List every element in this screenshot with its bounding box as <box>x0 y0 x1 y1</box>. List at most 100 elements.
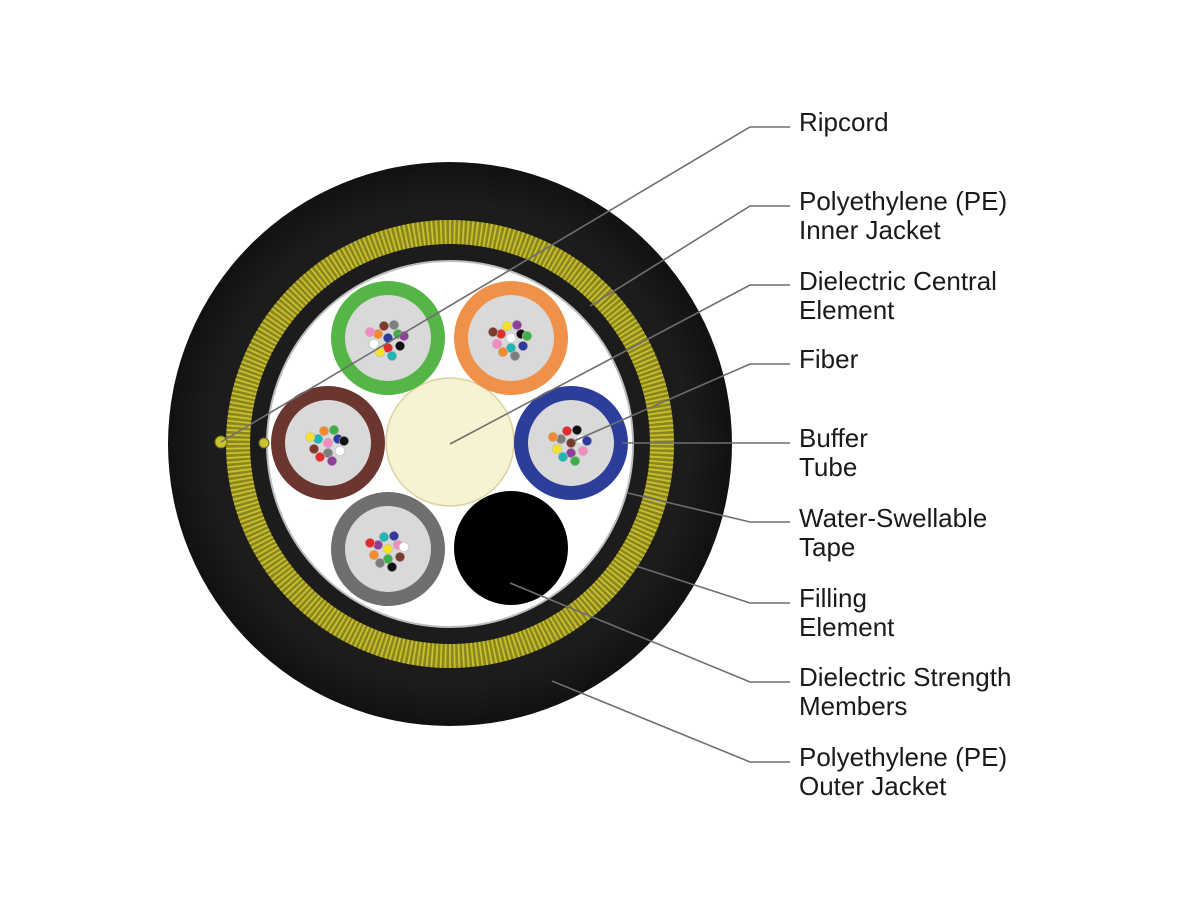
yarn-strand <box>556 612 571 634</box>
yarn-strand <box>362 237 374 260</box>
yarn-strand <box>526 237 538 260</box>
yarn-strand <box>282 577 302 595</box>
yarn-strand <box>618 550 640 565</box>
yarn-strand <box>570 602 587 623</box>
yarn-strand <box>407 640 414 665</box>
yarn-strand <box>541 245 555 268</box>
yarn-strand <box>494 638 503 663</box>
yarn-strand <box>649 438 674 441</box>
label-fiber: Fiber <box>799 344 859 374</box>
yarn-strand <box>310 600 327 621</box>
yarn-strand <box>453 643 456 668</box>
fiber <box>571 424 583 436</box>
yarn-strand <box>234 496 258 506</box>
yarn-strand <box>236 373 261 384</box>
fiber <box>328 424 340 436</box>
fiber <box>551 443 563 455</box>
yarn-strand <box>260 323 282 338</box>
leader-line-ripcord <box>220 126 790 443</box>
yarn-strand <box>644 391 669 400</box>
yarn-strand <box>243 356 266 368</box>
yarn-strand <box>595 580 614 598</box>
fiber <box>308 443 320 455</box>
yarn-strand <box>299 276 317 296</box>
fiber <box>304 431 316 443</box>
label-buffer-tube: Buffer Tube <box>799 423 875 482</box>
yarn-strand <box>228 405 253 412</box>
yarn-strand <box>306 597 324 618</box>
fiber <box>505 332 517 344</box>
yarn-strand <box>292 283 311 302</box>
yarn-strand <box>642 382 666 392</box>
yarn-strand <box>329 612 344 634</box>
yarn-strand <box>302 273 321 294</box>
yarn-strand <box>637 512 661 523</box>
yarn-strand <box>522 629 534 653</box>
leader-line-outer-jacket <box>551 680 790 763</box>
yarn-strand <box>279 296 300 315</box>
yarn-strand <box>407 223 414 248</box>
yarn-strand <box>289 583 308 602</box>
yarn-strand <box>502 636 512 660</box>
yarn-strand <box>470 642 475 667</box>
yarn-strand <box>474 642 479 667</box>
yarn-strand <box>541 620 555 643</box>
yarn-strand <box>465 220 470 245</box>
yarn-strand <box>358 239 370 262</box>
yarn-strand <box>349 622 362 646</box>
fiber <box>338 435 350 447</box>
yarn-strand <box>649 451 674 455</box>
yarn-strand <box>613 557 635 573</box>
fiber <box>364 326 376 338</box>
yarn-strand <box>234 382 258 392</box>
yarn-strand <box>310 267 327 288</box>
yarn-strand <box>239 365 263 376</box>
yarn-strand <box>518 631 529 655</box>
yarn-strand <box>362 628 374 651</box>
leader-lines <box>220 126 790 763</box>
fiber <box>378 320 390 332</box>
yarn-strand <box>333 251 348 274</box>
fiber <box>368 338 380 350</box>
yarn-strand <box>238 508 262 519</box>
yarn-strand <box>643 387 668 396</box>
yarn-strand <box>435 643 439 668</box>
yarn-strand <box>253 539 276 553</box>
yarn-strand <box>265 557 287 573</box>
yarn-strand <box>506 229 516 253</box>
yarn-strand <box>634 356 657 368</box>
yarn-strand <box>302 594 321 615</box>
yarn-strand <box>384 635 394 659</box>
yarn-strand <box>444 220 447 245</box>
yarn-strand <box>232 387 257 396</box>
yarn-strand <box>514 232 525 256</box>
yarn-strand <box>478 641 484 666</box>
yarn-strand <box>647 410 672 416</box>
yarn-strand <box>647 405 672 412</box>
yarn-strand <box>245 524 268 536</box>
fiber <box>322 447 334 459</box>
yarn-strand <box>624 335 647 349</box>
yarn-strand <box>299 592 317 612</box>
yarn-strand <box>313 265 330 286</box>
yarn-strand <box>430 220 435 245</box>
buffer-tube-brown <box>271 386 385 500</box>
yarn-strand <box>644 488 669 497</box>
yarn-strand <box>624 539 647 553</box>
yarn-strand <box>648 419 673 424</box>
yarn-strand <box>235 378 259 388</box>
fiber <box>388 319 400 331</box>
yarn-strand <box>282 293 302 311</box>
yarn-strand <box>227 415 252 420</box>
yarn-strand <box>248 532 272 545</box>
yarn-strand <box>262 319 284 335</box>
yarn-strand <box>444 643 447 668</box>
yarn-strand <box>439 220 443 245</box>
yarn-strand <box>583 276 601 296</box>
yarn-strand <box>638 369 662 380</box>
yarn-strand <box>271 307 292 324</box>
yarn-strand <box>526 628 538 651</box>
yarn-strand <box>490 639 498 664</box>
yarn-strand <box>235 500 259 510</box>
fiber <box>491 338 503 350</box>
